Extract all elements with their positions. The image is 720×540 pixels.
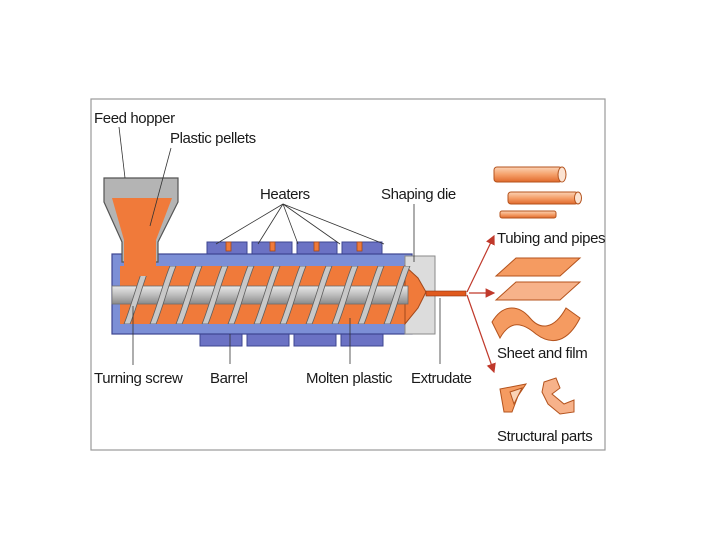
screw-flight: [279, 266, 307, 324]
screw-flight: [123, 266, 151, 324]
label-sheet-and-film: Sheet and film: [497, 345, 587, 362]
label-turning-screw: Turning screw: [94, 370, 183, 387]
screw-flight: [253, 266, 281, 324]
hopper-throat: [124, 254, 156, 268]
label-tubing-and-pipes: Tubing and pipes: [497, 230, 605, 247]
label-barrel: Barrel: [210, 370, 248, 387]
label-structural-parts: Structural parts: [497, 428, 592, 445]
heaters-bottom: [199, 333, 384, 347]
screw-shaft: [111, 285, 409, 305]
screw-flight: [227, 266, 255, 324]
screw-flight: [383, 266, 411, 324]
sheet-film-icon: [491, 257, 582, 342]
screw-flight: [149, 266, 177, 324]
label-extrudate: Extrudate: [411, 370, 472, 387]
screw-flights: [123, 266, 411, 324]
screw-flight: [331, 266, 359, 324]
label-plastic-pellets: Plastic pellets: [170, 130, 256, 147]
label-heaters: Heaters: [260, 186, 310, 203]
heater-elements: [225, 241, 363, 252]
screw-flight: [305, 266, 333, 324]
product-arrows: [466, 234, 496, 374]
screw-flight: [201, 266, 229, 324]
screw-flight: [357, 266, 385, 324]
extrudate-strand: [425, 290, 467, 297]
label-molten-plastic: Molten plastic: [306, 370, 393, 387]
tubing-pipes-icon: [493, 166, 582, 219]
structural-parts-icon: [499, 377, 575, 415]
label-shaping-die: Shaping die: [381, 186, 456, 203]
die-taper: [404, 264, 427, 326]
screw-flight: [175, 266, 203, 324]
label-feed-hopper: Feed hopper: [94, 110, 175, 127]
leader-lines: [118, 126, 441, 365]
